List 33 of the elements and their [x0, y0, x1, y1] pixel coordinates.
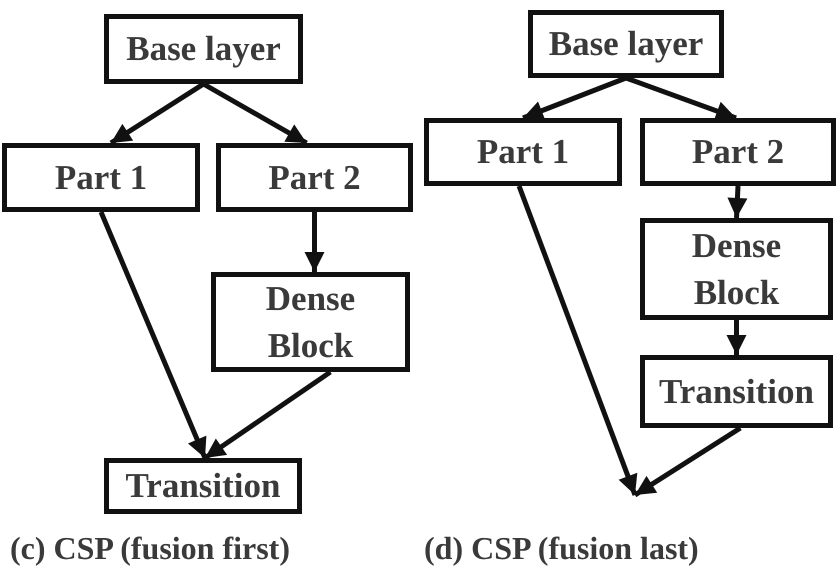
arrow: [516, 185, 638, 496]
arrow: [110, 82, 205, 146]
arrow: [98, 211, 208, 459]
arrow: [304, 212, 324, 272]
arrow: [204, 370, 332, 460]
node-label: Dense Block: [264, 278, 356, 367]
process-box: [104, 14, 303, 84]
process-box: [640, 218, 833, 320]
process-box: [211, 272, 410, 372]
arrow: [727, 186, 748, 218]
process-box: [216, 143, 413, 212]
node-label: Part 2: [268, 156, 361, 199]
process-box: [104, 458, 302, 514]
node-label: Part 2: [692, 131, 784, 174]
node-label: Transition: [126, 465, 280, 508]
arrow: [625, 76, 737, 121]
arrow: [634, 426, 742, 498]
arrow: [726, 320, 746, 355]
caption: (d) CSP (fusion last): [424, 530, 699, 567]
arrow: [522, 76, 627, 120]
process-box: [2, 143, 200, 212]
node-label: Transition: [659, 370, 814, 413]
node-label: Base layer: [548, 23, 704, 66]
process-box: [424, 118, 622, 186]
node-label: Part 1: [54, 156, 148, 199]
process-box: [640, 118, 836, 186]
node-label: Base layer: [126, 28, 281, 70]
process-box: [640, 355, 833, 428]
process-box: [528, 10, 724, 78]
node-label: Dense Block: [690, 224, 782, 314]
arrow: [202, 82, 308, 146]
caption: (c) CSP (fusion first): [10, 530, 290, 567]
node-label: Part 1: [476, 131, 570, 174]
